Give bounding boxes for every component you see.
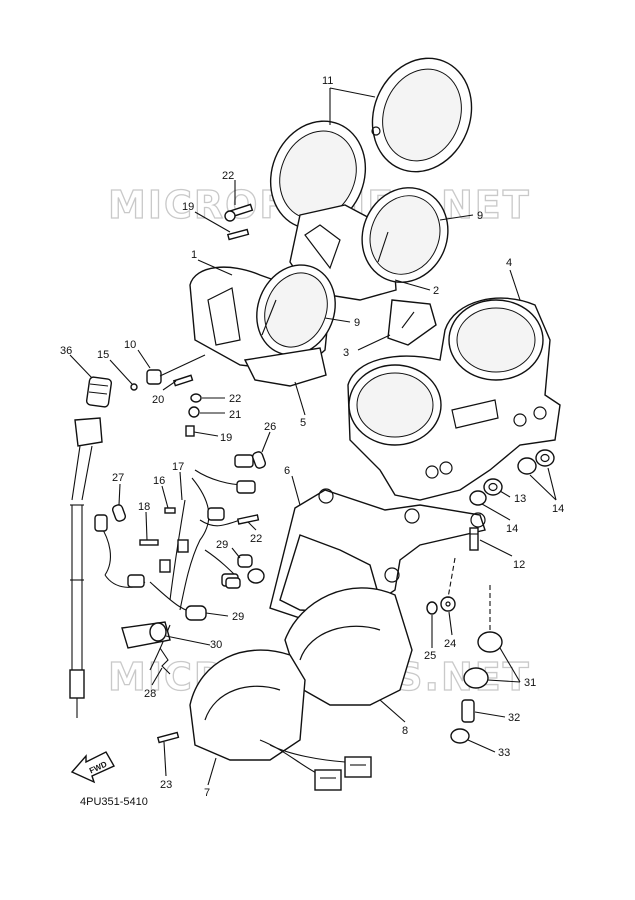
part-13-14-grommets xyxy=(469,449,555,506)
callout-3: 3 xyxy=(343,347,349,359)
part-7-lower-cover xyxy=(189,649,306,761)
callout-18: 18 xyxy=(138,501,150,513)
callout-30: 29 xyxy=(232,611,244,623)
callout-4: 4 xyxy=(506,257,512,269)
wire-couplers xyxy=(259,739,372,791)
callout-5: 5 xyxy=(300,417,306,429)
callout-21: 22 xyxy=(229,393,241,405)
callout-14-mid: 14 xyxy=(506,523,518,535)
callout-9-lower: 9 xyxy=(354,317,360,329)
part-4-meter-case xyxy=(347,297,561,501)
callout-19: 19 xyxy=(220,432,232,444)
callout-12: 12 xyxy=(513,559,525,571)
callout-2: 2 xyxy=(433,285,439,297)
callout-9-upper: 9 xyxy=(477,210,483,222)
callout-23: 23 xyxy=(160,779,172,791)
callout-28: 28 xyxy=(144,688,156,700)
callout-1: 1 xyxy=(191,249,197,261)
callout-6: 6 xyxy=(284,465,290,477)
part-12-bolt xyxy=(469,527,479,551)
callout-labels: 11 22 19 9 1 4 2 9 3 10 36 15 20 22 21 1… xyxy=(60,75,564,799)
callout-22-lower: 20 xyxy=(152,394,164,406)
callout-32: 30 xyxy=(210,639,222,651)
callout-20: 21 xyxy=(229,409,241,421)
callout-13: 13 xyxy=(514,493,526,505)
callout-16: 16 xyxy=(153,475,165,487)
leader-lines xyxy=(69,87,557,786)
callout-17: 17 xyxy=(172,461,184,473)
callout-14-right: 14 xyxy=(552,503,564,515)
callout-31: 29 xyxy=(216,539,228,551)
small-parts xyxy=(111,203,503,744)
part-26-27-washers xyxy=(426,596,456,615)
callout-24: 22 xyxy=(250,533,262,545)
callout-22-upper: 19 xyxy=(182,201,194,213)
callout-15: 15 xyxy=(97,349,109,361)
callout-34: 32 xyxy=(508,712,520,724)
forward-arrow-icon: FWD xyxy=(70,751,115,784)
callout-29-upper: 26 xyxy=(264,421,276,433)
callout-25: 22 xyxy=(222,170,234,182)
callout-7: 7 xyxy=(204,787,210,799)
part-8-lower-cover xyxy=(284,587,413,706)
callout-11: 11 xyxy=(322,75,333,87)
catalog-code: 4PU351-5410 xyxy=(80,796,148,808)
part-3-panel xyxy=(387,299,437,346)
callout-36: 36 xyxy=(60,345,72,357)
part-36-meter-cable xyxy=(69,376,113,718)
part-5-bracket xyxy=(243,347,327,387)
callout-33: 31 xyxy=(524,677,536,689)
callout-26: 24 xyxy=(444,638,456,650)
part-11-rims xyxy=(269,57,473,230)
part-1-meter-assembly xyxy=(189,264,336,373)
callout-27: 25 xyxy=(424,650,436,662)
callout-8: 8 xyxy=(402,725,408,737)
callout-10: 10 xyxy=(124,339,136,351)
callout-29-lower: 27 xyxy=(112,472,124,484)
callout-35: 33 xyxy=(498,747,510,759)
